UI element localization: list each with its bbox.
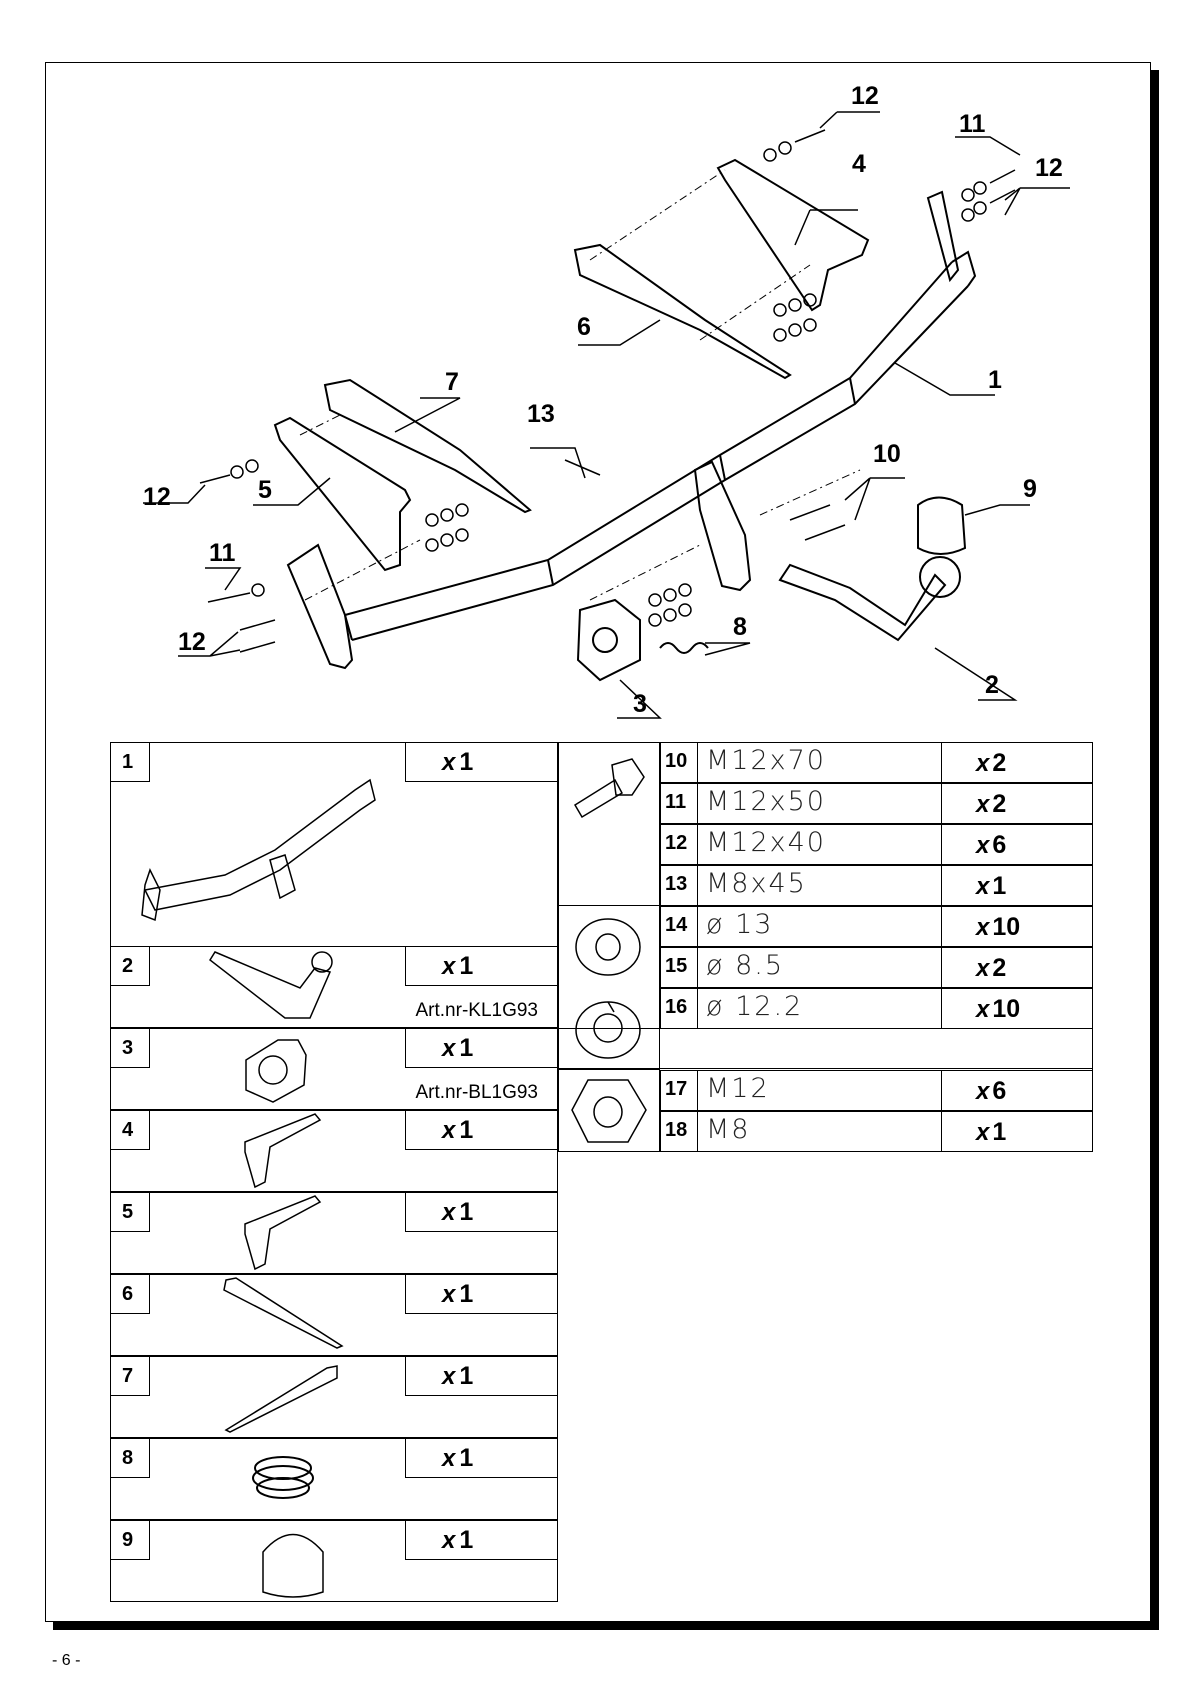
center-bracket xyxy=(693,460,752,592)
part-row-8 xyxy=(110,1438,558,1520)
strap-7 xyxy=(323,378,532,514)
part-row-3 xyxy=(110,1028,558,1110)
ball-neck-2 xyxy=(778,563,947,642)
exploded-assembly-drawing xyxy=(143,111,1070,719)
part-row-4 xyxy=(110,1110,558,1192)
num-box-1 xyxy=(110,742,150,782)
part-number-2: 2 xyxy=(122,955,134,977)
part-number-3: 3 xyxy=(122,1037,134,1059)
callout-1: 1 xyxy=(988,366,1002,394)
hw-spec-14: ø 13 xyxy=(706,909,774,940)
socket-plate-thumbnail xyxy=(245,1039,307,1103)
page-number: - 6 - xyxy=(52,1652,81,1669)
strap-6-thumbnail xyxy=(223,1277,344,1349)
hw-spec-11: M12x50 xyxy=(706,786,826,817)
callout-8: 8 xyxy=(733,613,747,641)
socket-hole xyxy=(592,627,618,653)
callout-2: 2 xyxy=(985,671,999,699)
qty-box-1 xyxy=(405,742,558,782)
ball-neck-thumbnail xyxy=(209,951,333,1019)
callout-11-top: 11 xyxy=(959,110,986,138)
part-number-9: 9 xyxy=(122,1529,134,1551)
hw-spec-13: M8x45 xyxy=(706,868,807,899)
assembly-lines xyxy=(299,169,861,601)
callout-6: 6 xyxy=(577,313,591,341)
strap-7-thumbnail xyxy=(224,1365,338,1433)
callout-11-left: 11 xyxy=(209,539,236,567)
part-row-7 xyxy=(110,1356,558,1438)
callout-10: 10 xyxy=(873,440,901,468)
hw-spec-10: M12x70 xyxy=(706,745,826,776)
art-number-2: Art.nr-KL1G93 xyxy=(415,1000,539,1021)
callout-5: 5 xyxy=(258,476,272,504)
part-row-5 xyxy=(110,1192,558,1274)
nut-icon-cell xyxy=(558,1069,660,1152)
spring-8 xyxy=(659,642,709,654)
hw-spec-17: M12 xyxy=(706,1073,770,1104)
part-number-6: 6 xyxy=(122,1283,134,1305)
callout-12-top: 12 xyxy=(851,82,879,110)
part-number-1: 1 xyxy=(122,751,134,773)
hw-spec-15: ø 8.5 xyxy=(706,950,785,981)
hw-spec-12: M12x40 xyxy=(706,827,826,858)
fastener-set xyxy=(199,129,1016,653)
flat-washer-icon xyxy=(575,918,641,976)
callout-12-bottom: 12 xyxy=(178,628,206,656)
leader-lines xyxy=(143,111,1070,719)
ball-cover-9 xyxy=(917,496,967,555)
tow-ball xyxy=(919,556,961,598)
left-side-plate xyxy=(286,543,354,670)
part-number-7: 7 xyxy=(122,1365,134,1387)
hw-spec-18: M8 xyxy=(706,1114,751,1145)
callout-12-left: 12 xyxy=(143,483,171,511)
spring-washer-icon xyxy=(575,1001,641,1059)
bracket-plate-5 xyxy=(273,416,412,572)
hex-nut-icon xyxy=(571,1079,647,1143)
callout-3: 3 xyxy=(633,690,647,718)
hw-spec-16: ø 12.2 xyxy=(706,991,804,1022)
plate-4-thumbnail xyxy=(244,1113,322,1189)
ball-cover-thumbnail xyxy=(262,1533,324,1598)
plate-5-thumbnail xyxy=(244,1195,322,1271)
part-number-8: 8 xyxy=(122,1447,134,1469)
callout-13: 13 xyxy=(527,400,555,428)
crossbar-part xyxy=(344,250,977,641)
art-number-3: Art.nr-BL1G93 xyxy=(415,1082,539,1103)
strap-6 xyxy=(573,243,792,380)
right-side-plate xyxy=(926,190,960,283)
bracket-plate-4 xyxy=(716,158,870,312)
spring-thumbnail xyxy=(252,1456,314,1499)
part-row-9 xyxy=(110,1520,558,1602)
callout-12-right: 12 xyxy=(1035,154,1063,182)
callout-4: 4 xyxy=(852,150,866,178)
part-row-2 xyxy=(110,946,558,1028)
part-number-5: 5 xyxy=(122,1201,134,1223)
part-row-6 xyxy=(110,1274,558,1356)
bolt-icon xyxy=(573,758,645,819)
socket-plate-3 xyxy=(576,598,641,682)
crossbar-thumbnail xyxy=(141,778,376,922)
page-frame xyxy=(45,62,1151,1622)
callout-9: 9 xyxy=(1023,475,1037,503)
callout-7: 7 xyxy=(445,368,459,396)
part-number-4: 4 xyxy=(122,1119,134,1141)
